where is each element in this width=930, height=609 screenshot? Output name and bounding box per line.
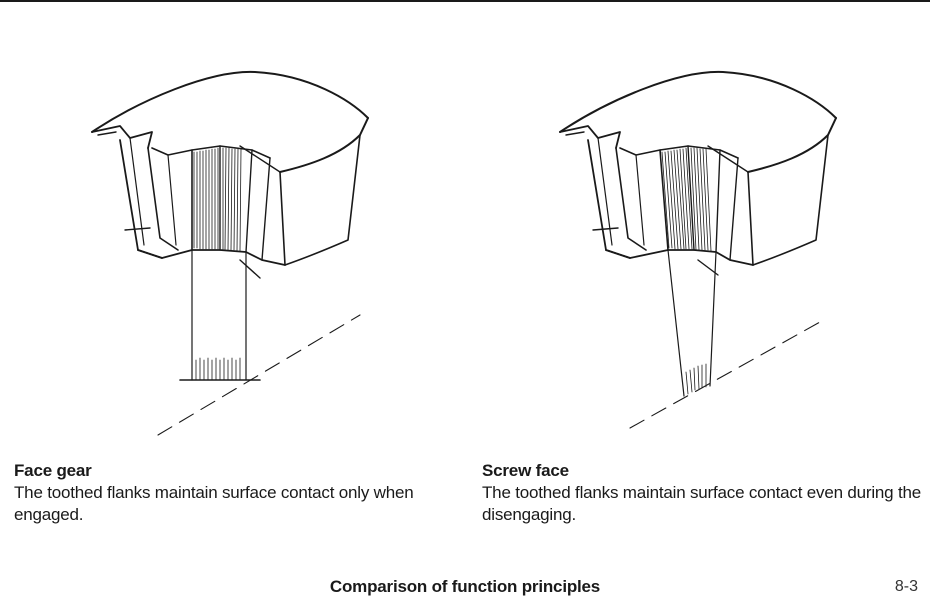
- screw-face-caption: Screw face The toothed flanks maintain s…: [482, 460, 927, 526]
- top-rule: [0, 0, 930, 2]
- figure-caption: Comparison of function principles: [329, 577, 601, 596]
- face-gear-caption: Face gear The toothed flanks maintain su…: [14, 460, 459, 526]
- face-gear-title: Face gear: [14, 461, 92, 480]
- screw-face-title: Screw face: [482, 461, 569, 480]
- screw-face-illustration: [548, 60, 848, 445]
- face-gear-description: The toothed flanks maintain surface cont…: [14, 483, 414, 524]
- face-gear-illustration: [80, 60, 380, 445]
- page-number: 8-3: [894, 578, 918, 595]
- screw-face-description: The toothed flanks maintain surface cont…: [482, 483, 921, 524]
